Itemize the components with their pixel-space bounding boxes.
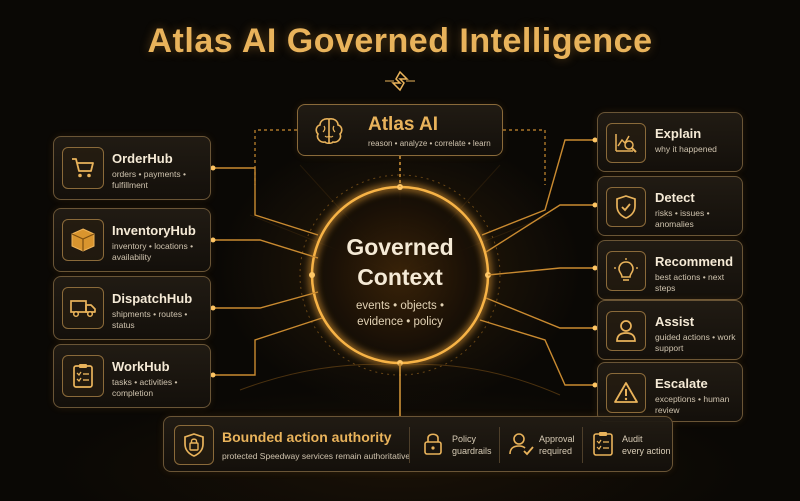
source-desc: inventory • locations • availability bbox=[112, 241, 194, 262]
source-name: DispatchHub bbox=[112, 291, 193, 306]
warning-icon bbox=[606, 373, 646, 413]
atlas-ai-tagline: reason • analyze • correlate • learn bbox=[368, 139, 491, 148]
chart-magnifier-icon bbox=[606, 123, 646, 163]
atlas-ai-card[interactable]: Atlas AI reason • analyze • correlate • … bbox=[297, 104, 503, 156]
brain-icon bbox=[305, 112, 353, 150]
bounded-item-label: Policy guardrails bbox=[452, 433, 512, 457]
capability-card-assist[interactable]: Assist guided actions • work support bbox=[597, 300, 743, 360]
source-card-dispatchhub[interactable]: DispatchHub shipments • routes • status bbox=[53, 276, 211, 340]
capability-name: Detect bbox=[655, 190, 695, 205]
capability-name: Recommend bbox=[655, 254, 734, 269]
source-desc: shipments • routes • status bbox=[112, 309, 188, 330]
cart-icon bbox=[62, 147, 104, 189]
bounded-item-line1: Policy bbox=[452, 434, 477, 444]
lock-icon bbox=[424, 433, 442, 455]
capability-name: Escalate bbox=[655, 376, 708, 391]
divider bbox=[499, 427, 500, 463]
center-title-line1: Governed bbox=[346, 234, 454, 260]
source-name: WorkHub bbox=[112, 359, 170, 374]
bounded-item-line2: guardrails bbox=[452, 446, 492, 456]
source-card-workhub[interactable]: WorkHub tasks • activities • completion bbox=[53, 344, 211, 408]
center-title-line2: Context bbox=[357, 264, 443, 290]
capability-name: Explain bbox=[655, 126, 702, 141]
capability-card-recommend[interactable]: Recommend best actions • next steps bbox=[597, 240, 743, 300]
bounded-item-line1: Approval bbox=[539, 434, 575, 444]
divider bbox=[409, 427, 410, 463]
box-icon bbox=[62, 219, 104, 261]
person-icon bbox=[606, 311, 646, 351]
capability-desc: best actions • next steps bbox=[655, 272, 725, 293]
bounded-desc: protected Speedway services remain autho… bbox=[222, 451, 411, 461]
bounded-item-line2: required bbox=[539, 446, 573, 456]
bounded-item-line1: Audit bbox=[622, 434, 643, 444]
bounded-item-approval: Approval required bbox=[509, 427, 589, 463]
source-card-inventoryhub[interactable]: InventoryHub inventory • locations • ava… bbox=[53, 208, 211, 272]
source-desc: orders • payments • fulfillment bbox=[112, 169, 186, 190]
atlas-ai-name: Atlas AI bbox=[368, 114, 439, 135]
source-card-orderhub[interactable]: OrderHub orders • payments • fulfillment bbox=[53, 136, 211, 200]
bounded-item-line2: every action bbox=[622, 446, 671, 456]
shield-lock-icon bbox=[174, 425, 214, 465]
capability-card-escalate[interactable]: Escalate exceptions • human review bbox=[597, 362, 743, 422]
center-sub-line2: evidence • policy bbox=[357, 316, 443, 328]
shield-check-icon bbox=[606, 187, 646, 227]
bounded-authority-card[interactable]: Bounded action authority protected Speed… bbox=[163, 416, 673, 472]
capability-desc: guided actions • work support bbox=[655, 332, 736, 353]
source-name: OrderHub bbox=[112, 151, 173, 166]
page-title: Atlas AI Governed Intelligence bbox=[147, 22, 653, 60]
logo-mark-icon bbox=[385, 70, 415, 92]
capability-card-explain[interactable]: Explain why it happened bbox=[597, 112, 743, 172]
audit-clipboard-icon bbox=[593, 432, 613, 456]
capability-card-detect[interactable]: Detect risks • issues • anomalies bbox=[597, 176, 743, 236]
bounded-item-policy: Policy guardrails bbox=[422, 427, 502, 463]
center-sub-line1: events • objects • bbox=[356, 300, 444, 312]
lightbulb-icon bbox=[606, 251, 646, 291]
context-circle-fill bbox=[302, 177, 498, 373]
capability-desc: why it happened bbox=[655, 144, 717, 154]
bounded-item-audit: Audit every action bbox=[592, 427, 672, 463]
source-desc: tasks • activities • completion bbox=[112, 377, 178, 398]
governed-context: Governed Context events • objects • evid… bbox=[300, 232, 500, 330]
divider bbox=[582, 427, 583, 463]
bounded-title: Bounded action authority bbox=[222, 429, 392, 445]
source-name: InventoryHub bbox=[112, 223, 196, 238]
truck-icon bbox=[62, 287, 104, 329]
bounded-item-label: Approval required bbox=[539, 433, 599, 457]
capability-name: Assist bbox=[655, 314, 695, 329]
capability-desc: risks • issues • anomalies bbox=[655, 208, 710, 229]
checklist-icon bbox=[62, 355, 104, 397]
bounded-item-label: Audit every action bbox=[622, 433, 682, 457]
capability-desc: exceptions • human review bbox=[655, 394, 730, 415]
user-check-icon bbox=[509, 433, 534, 456]
